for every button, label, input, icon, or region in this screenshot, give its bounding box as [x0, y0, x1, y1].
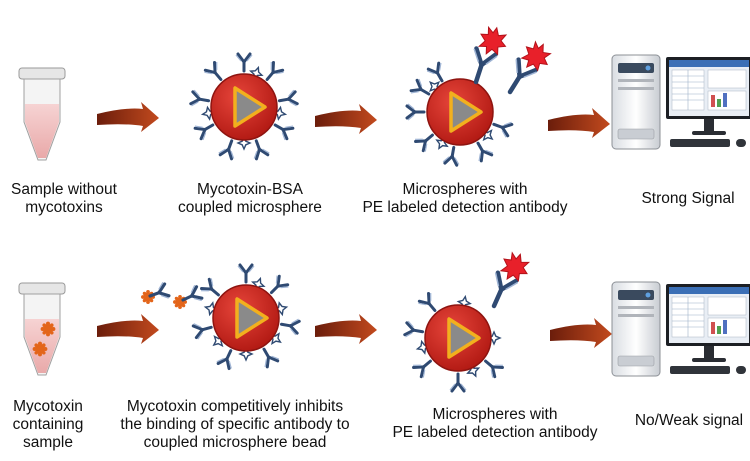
- arrow-icon: [315, 104, 377, 134]
- row2-inhibition-label: Mycotoxin competitively inhibits the bin…: [120, 398, 350, 451]
- detection-microsphere-icon: [405, 60, 515, 168]
- row1-detection-label: Microspheres with PE labeled detection a…: [362, 181, 568, 216]
- mycotoxin-particle-icon: [173, 295, 187, 309]
- sample-tube-mycotoxin: [18, 282, 66, 376]
- coupled-microsphere-icon: [188, 52, 300, 162]
- arrow-icon: [97, 314, 159, 344]
- arrow-icon: [550, 318, 612, 348]
- pe-detection-antibody-icon: [465, 23, 511, 87]
- pe-detection-antibody-icon: [483, 248, 533, 313]
- arrow-icon: [315, 314, 377, 344]
- row1-microsphere-label: Mycotoxin-BSA coupled microsphere: [178, 181, 322, 216]
- arrow-icon: [548, 108, 610, 138]
- row1-sample-label: Sample without mycotoxins: [11, 181, 117, 216]
- row2-signal-label: No/Weak signal: [634, 412, 744, 429]
- pe-detection-antibody-icon: [500, 36, 555, 101]
- sample-tube-clean: [18, 67, 66, 161]
- arrow-icon: [97, 102, 159, 132]
- row2-sample-label: Mycotoxin containing sample: [12, 398, 84, 451]
- mycotoxin-particle-icon: [141, 290, 155, 304]
- analyzer-computer-icon: [611, 54, 750, 150]
- weak-detection-microsphere-icon: [402, 290, 506, 393]
- row2-detection-label: Microspheres with PE labeled detection a…: [392, 406, 598, 441]
- inhibited-microsphere-icon: [191, 263, 302, 371]
- row1-signal-label: Strong Signal: [641, 190, 735, 207]
- analyzer-computer-icon: [611, 281, 750, 377]
